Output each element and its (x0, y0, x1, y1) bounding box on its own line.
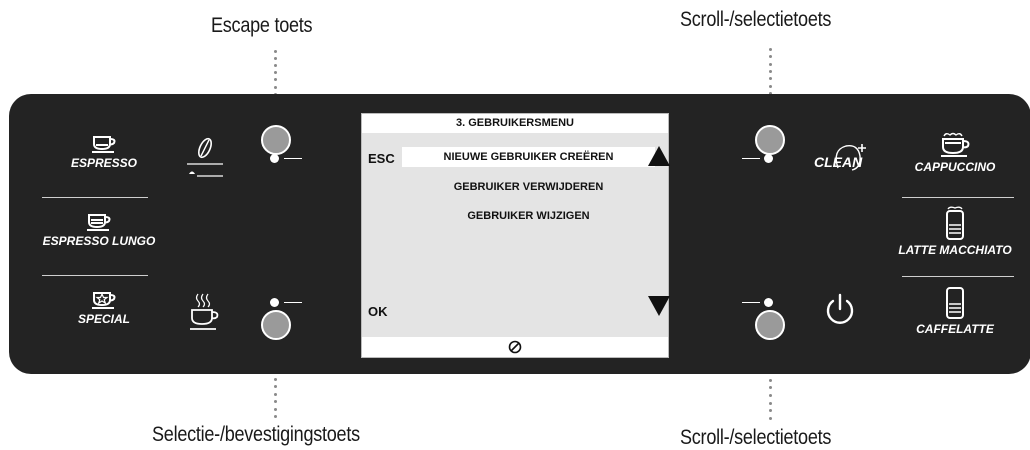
leader-dot (769, 92, 772, 95)
latte-macchiato-button[interactable]: LATTE MACCHIATO (892, 205, 1018, 257)
scroll-up-knob[interactable] (755, 125, 785, 155)
caffelatte-label: CAFFELATTE (916, 322, 994, 336)
separator (42, 275, 148, 276)
leader-dot (274, 408, 277, 411)
leader-dot (769, 55, 772, 58)
caffelatte-button[interactable]: CAFFELATTE (900, 286, 1010, 336)
espresso-button[interactable]: ESPRESSO (56, 134, 152, 170)
escape-led (270, 154, 279, 163)
clean-button[interactable]: CLEAN (808, 138, 878, 178)
leader-dot (769, 70, 772, 73)
special-button[interactable]: SPECIAL (56, 290, 152, 326)
cappuccino-button[interactable]: CAPPUCCINO (900, 132, 1010, 174)
special-label: SPECIAL (77, 312, 130, 326)
clean-label: CLEAN (814, 154, 863, 170)
leader-dot (769, 85, 772, 88)
bean-icon (187, 137, 223, 177)
leader-dot (769, 63, 772, 66)
menu-item-edit[interactable]: GEBRUIKER WIJZIGEN (467, 210, 590, 222)
callout-confirm: Selectie-/bevestigingstoets (152, 423, 360, 446)
leader-dot (769, 48, 772, 51)
scroll-up-led (764, 154, 773, 163)
cappuccino-cup-icon (941, 132, 970, 157)
confirm-knob[interactable] (261, 310, 291, 340)
hot-water-icon (190, 293, 219, 330)
separator (902, 276, 1014, 277)
power-icon (826, 293, 854, 324)
arrow-down-icon (648, 296, 670, 316)
arrow-up-icon (648, 146, 670, 166)
separator (902, 197, 1014, 198)
leader-dot (274, 415, 277, 418)
scroll-down-led (764, 298, 773, 307)
menu-item-delete[interactable]: GEBRUIKER VERWIJDEREN (453, 181, 604, 193)
confirm-led (270, 298, 279, 307)
callout-escape: Escape toets (211, 14, 313, 37)
callout-scroll-top: Scroll-/selectietoets (680, 8, 832, 31)
coffee-cup-icon (87, 214, 111, 231)
milk-glass-icon (946, 287, 964, 319)
menu-item-create[interactable]: NIEUWE GEBRUIKER CREËREN (402, 147, 655, 167)
leader-dot (769, 402, 772, 405)
leader-dot (274, 400, 277, 403)
screen-title: 3. GEBRUIKERSMENU (362, 114, 668, 133)
confirm-led-line (284, 302, 302, 303)
leader-dot (274, 50, 277, 53)
leader-dot (769, 417, 772, 420)
clean-icon (835, 144, 866, 171)
latte-macchiato-label: LATTE MACCHIATO (898, 243, 1012, 257)
callout-scroll-bottom: Scroll-/selectietoets (680, 426, 832, 449)
leader-dot (769, 379, 772, 382)
separator (42, 197, 148, 198)
scroll-down-knob[interactable] (755, 310, 785, 340)
leader-dot (274, 57, 277, 60)
coffee-cup-icon (92, 136, 116, 153)
display-screen: 3. GEBRUIKERSMENU ESC NIEUWE GEBRUIKER C… (361, 113, 670, 358)
screen-footer (362, 337, 668, 357)
milk-glass-icon (946, 206, 964, 240)
espresso-lungo-label: ESPRESSO LUNGO (42, 234, 156, 248)
leader-dot (769, 409, 772, 412)
leader-dot (769, 394, 772, 397)
cappuccino-label: CAPPUCCINO (914, 160, 996, 174)
leader-dot (769, 386, 772, 389)
bean-icon (508, 340, 522, 354)
leader-dot (274, 86, 277, 89)
screen-ok-label: OK (368, 304, 388, 319)
leader-dot (274, 64, 277, 67)
leader-dot (769, 77, 772, 80)
scroll-down-led-line (742, 302, 760, 303)
hot-water-button[interactable] (186, 292, 226, 332)
leader-dot (274, 378, 277, 381)
leader-dot (274, 71, 277, 74)
espresso-label: ESPRESSO (70, 156, 138, 170)
power-button[interactable] (822, 292, 858, 328)
aroma-button[interactable] (185, 136, 225, 186)
leader-dot (274, 385, 277, 388)
leader-dot (274, 78, 277, 81)
escape-knob[interactable] (261, 125, 291, 155)
espresso-lungo-button[interactable]: ESPRESSO LUNGO (34, 212, 164, 248)
special-cup-icon (92, 292, 116, 309)
scroll-up-led-line (742, 158, 760, 159)
screen-esc-label: ESC (368, 151, 395, 166)
leader-dot (274, 393, 277, 396)
escape-led-line (284, 158, 302, 159)
